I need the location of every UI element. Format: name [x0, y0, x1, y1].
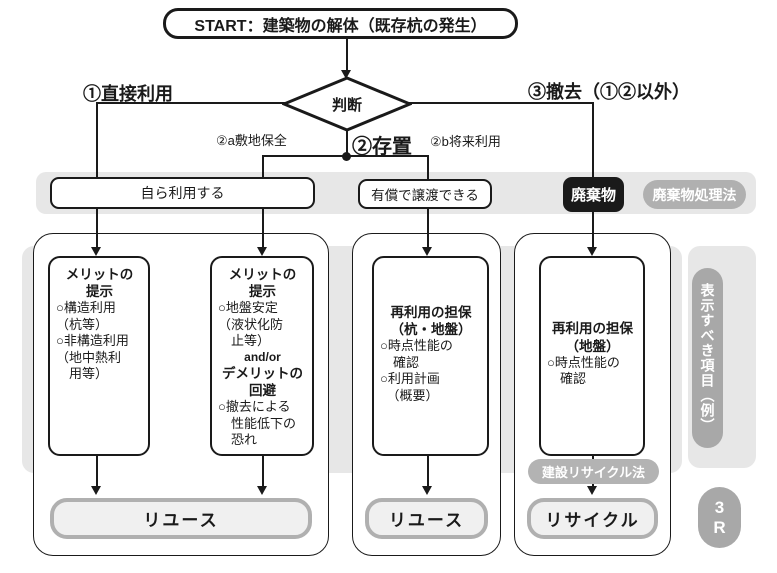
merit-box-2-andor: and/or: [244, 349, 281, 364]
arrowhead-reuse2: [422, 486, 432, 495]
merit-box-1-title: メリットの 提示: [65, 267, 134, 300]
branch-label-leave-in-place: ②存置: [352, 136, 412, 158]
arrowhead-box4: [587, 247, 597, 256]
merit-box-2-title: メリットの 提示: [228, 267, 297, 300]
display-items-pill: 表示すべき項目（例）: [692, 268, 723, 448]
recycle-pill-label: リサイクル: [545, 511, 640, 530]
waste-box: 廃棄物: [563, 177, 624, 212]
branch-label-removal: ③撤去（①②以外）: [528, 82, 690, 102]
connector-v-branch3: [592, 102, 594, 247]
connector-box3-to-reuse: [427, 456, 429, 487]
arrowhead-box3: [422, 247, 432, 256]
merit-box-2: メリットの 提示 ○地盤安定 （液状化防 止等） and/or デメリットの 回…: [210, 256, 314, 456]
connector-horizontal-branch2: [262, 155, 429, 157]
reuse-pill-2-label: リユース: [388, 511, 465, 530]
merit-box-2-body2: ○撤去による 性能低下の 恐れ: [218, 399, 297, 448]
merit-box-2-body1: ○地盤安定 （液状化防 止等）: [218, 300, 284, 349]
paid-transfer-box: 有償で譲渡できる: [358, 179, 492, 209]
merit-box-1-body: ○構造利用 （杭等） ○非構造利用 （地中熱利 用等）: [56, 300, 129, 382]
branch-label-future-use: ②b将来利用: [430, 134, 501, 149]
arrowhead-reuse1-a: [91, 486, 101, 495]
diamond-shape-icon: [280, 76, 414, 132]
assurance-box-ground: 再利用の担保 （地盤） ○時点性能の 確認: [539, 256, 645, 456]
self-use-box: 自ら利用する: [50, 177, 315, 209]
recycle-pill: リサイクル: [527, 498, 658, 539]
assurance-box-2-title: 再利用の担保 （地盤）: [552, 321, 633, 354]
merit-box-2-title2: デメリットの 回避: [222, 366, 303, 399]
decision-label: 判断: [331, 96, 362, 114]
assurance-box-1-title: 再利用の担保 （杭・地盤）: [390, 304, 472, 337]
assurance-box-2-body: ○時点性能の 確認: [547, 354, 620, 387]
three-r-pill: 3 R: [698, 487, 741, 548]
assurance-box-1-body: ○時点性能の 確認 ○利用計画 （概要）: [380, 338, 453, 403]
self-use-label: 自ら利用する: [140, 185, 225, 201]
arrowhead-recycle: [587, 486, 597, 495]
merit-box-1: メリットの 提示 ○構造利用 （杭等） ○非構造利用 （地中熱利 用等）: [48, 256, 150, 456]
assurance-box-pile-ground: 再利用の担保 （杭・地盤） ○時点性能の 確認 ○利用計画 （概要）: [372, 256, 489, 456]
arrowhead-reuse1-b: [257, 486, 267, 495]
connector-box2-to-reuse: [262, 456, 264, 487]
recycle-law-label: 建設リサイクル法: [541, 465, 646, 480]
reuse-pill-2: リユース: [365, 498, 488, 539]
start-node: START：建築物の解体（既存杭の発生）: [163, 8, 518, 39]
reuse-pill-1-label: リユース: [143, 511, 219, 530]
branch-label-site-preservation: ②a敷地保全: [216, 133, 287, 148]
arrowhead-box1: [91, 247, 101, 256]
connector-v-branch1: [96, 102, 98, 247]
paid-transfer-label: 有償で譲渡できる: [371, 188, 479, 203]
decision-diamond: 判断: [280, 76, 414, 132]
arrowhead-box2: [257, 247, 267, 256]
start-label: START：建築物の解体（既存杭の発生）: [194, 17, 487, 35]
reuse-pill-1: リユース: [50, 498, 312, 539]
connector-start-to-decision: [346, 38, 348, 71]
waste-label: 廃棄物: [570, 187, 616, 204]
connector-box1-to-reuse: [96, 456, 98, 487]
recycle-law-pill: 建設リサイクル法: [528, 459, 659, 484]
connector-decision-to-junction: [346, 124, 348, 157]
waste-law-pill: 廃棄物処理法: [643, 180, 746, 209]
branch-label-direct-use: ①直接利用: [83, 84, 173, 104]
arrowhead-decision: [341, 70, 351, 79]
waste-law-label: 廃棄物処理法: [652, 186, 737, 203]
